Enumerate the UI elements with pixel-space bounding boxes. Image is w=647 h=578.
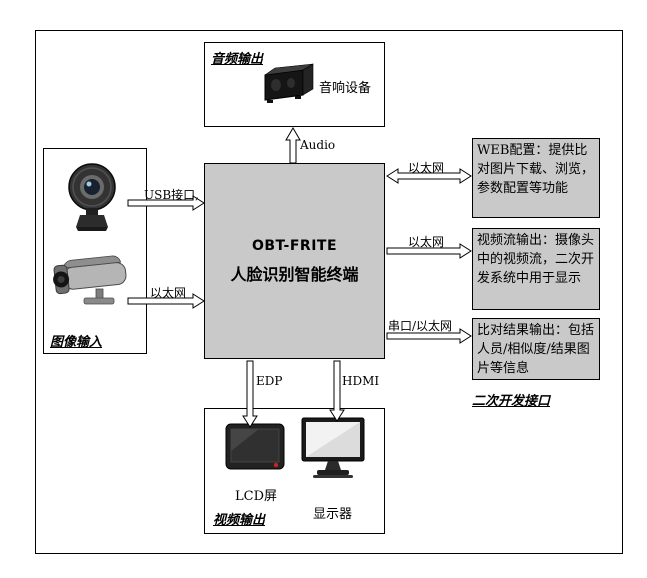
compare-result-panel: 比对结果输出：包括人员/相似度/结果图片等信息 [472,318,600,380]
usb-label: USB接口, [144,188,199,202]
video-stream-panel: 视频流输出：摄像头中的视频流，二次开发系统中用于显示 [472,228,600,310]
audio-label: Audio [300,138,336,152]
image-input-box: 图像输入 [43,148,147,354]
audio-output-title: 音频输出 [211,52,264,67]
dev-interface-caption: 二次开发接口 [472,394,551,409]
speaker-icon [264,63,314,103]
serial-ethernet-label: 串口/以太网 [388,319,453,333]
webcam-icon [68,163,116,231]
video-output-title: 视频输出 [213,513,266,528]
bullet-camera-icon [53,255,127,305]
audio-output-box: 音频输出 音响设备 [204,42,385,127]
hdmi-label: HDMI [342,374,380,388]
video-output-box: LCD屏 视频输出 显示器 [204,408,385,534]
monitor-icon [301,417,365,478]
image-input-title: 图像输入 [50,335,103,350]
terminal-box: OBT-FRITE 人脸识别智能终端 [204,163,385,359]
lcd-label: LCD屏 [235,489,278,504]
diagram-border [35,30,623,554]
ethernet-stream-label: 以太网 [408,235,445,249]
terminal-name: 人脸识别智能终端 [230,264,359,284]
monitor-label: 显示器 [313,507,353,522]
lcd-icon [225,423,285,470]
ethernet-web-label: 以太网 [408,161,445,175]
terminal-model: OBT-FRITE [251,237,338,254]
speaker-label: 音响设备 [319,81,372,96]
ethernet-in-label: 以太网 [150,286,187,300]
web-config-panel: WEB配置：提供比对图片下载、浏览，参数配置等功能 [472,138,600,218]
edp-label: EDP [256,374,283,388]
